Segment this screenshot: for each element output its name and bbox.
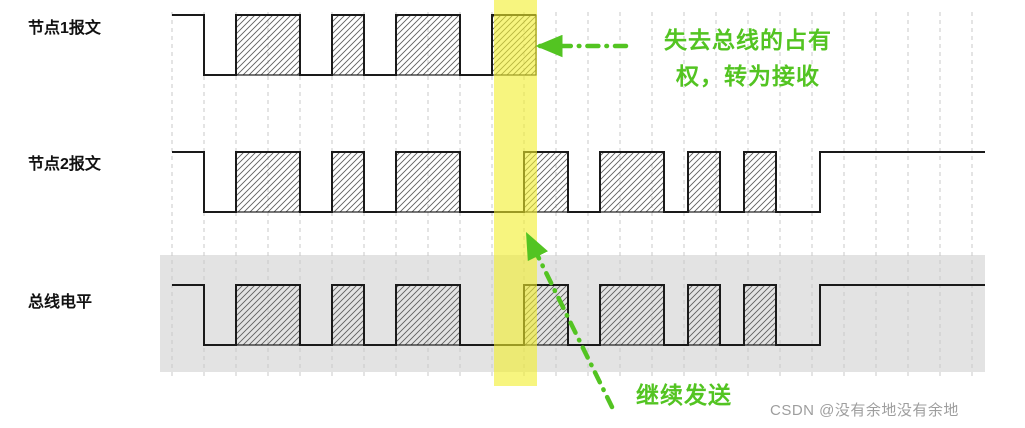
hatched-bit-block: [395, 151, 461, 213]
hatched-bit-block: [687, 151, 721, 213]
hatched-bit-block: [331, 14, 365, 76]
hatched-bit-block: [395, 14, 461, 76]
lose-arbitration-annotation: 失去总线的占有 权，转为接收: [626, 22, 870, 94]
continue-sending-annotation: 继续发送: [636, 382, 732, 408]
hatched-bit-block: [395, 284, 461, 346]
lose-arbitration-line2: 权，转为接收: [676, 63, 820, 89]
hatched-bit-block: [331, 284, 365, 346]
hatched-bit-block: [743, 151, 777, 213]
waveform-row-0: [172, 14, 536, 76]
hatched-bit-block: [331, 151, 365, 213]
row-label-bus-level: 总线电平: [28, 294, 93, 311]
hatched-bit-block: [235, 284, 301, 346]
arbitration-point-highlight: [494, 0, 537, 386]
continue-sending-arrow: [525, 231, 615, 410]
waveform-row-2: [172, 284, 985, 346]
hatched-bit-block: [235, 151, 301, 213]
hatched-bit-block: [743, 284, 777, 346]
hatched-bit-block: [599, 151, 665, 213]
csdn-watermark: CSDN @没有余地没有余地: [770, 402, 959, 419]
hatched-bit-block: [235, 14, 301, 76]
waveform-row-1: [172, 151, 985, 213]
hatched-bit-block: [687, 284, 721, 346]
lose-arbitration-line1: 失去总线的占有: [664, 27, 832, 53]
row-label-node1: 节点1报文: [28, 20, 101, 37]
row-label-node2: 节点2报文: [28, 156, 101, 173]
hatched-bit-block: [599, 284, 665, 346]
